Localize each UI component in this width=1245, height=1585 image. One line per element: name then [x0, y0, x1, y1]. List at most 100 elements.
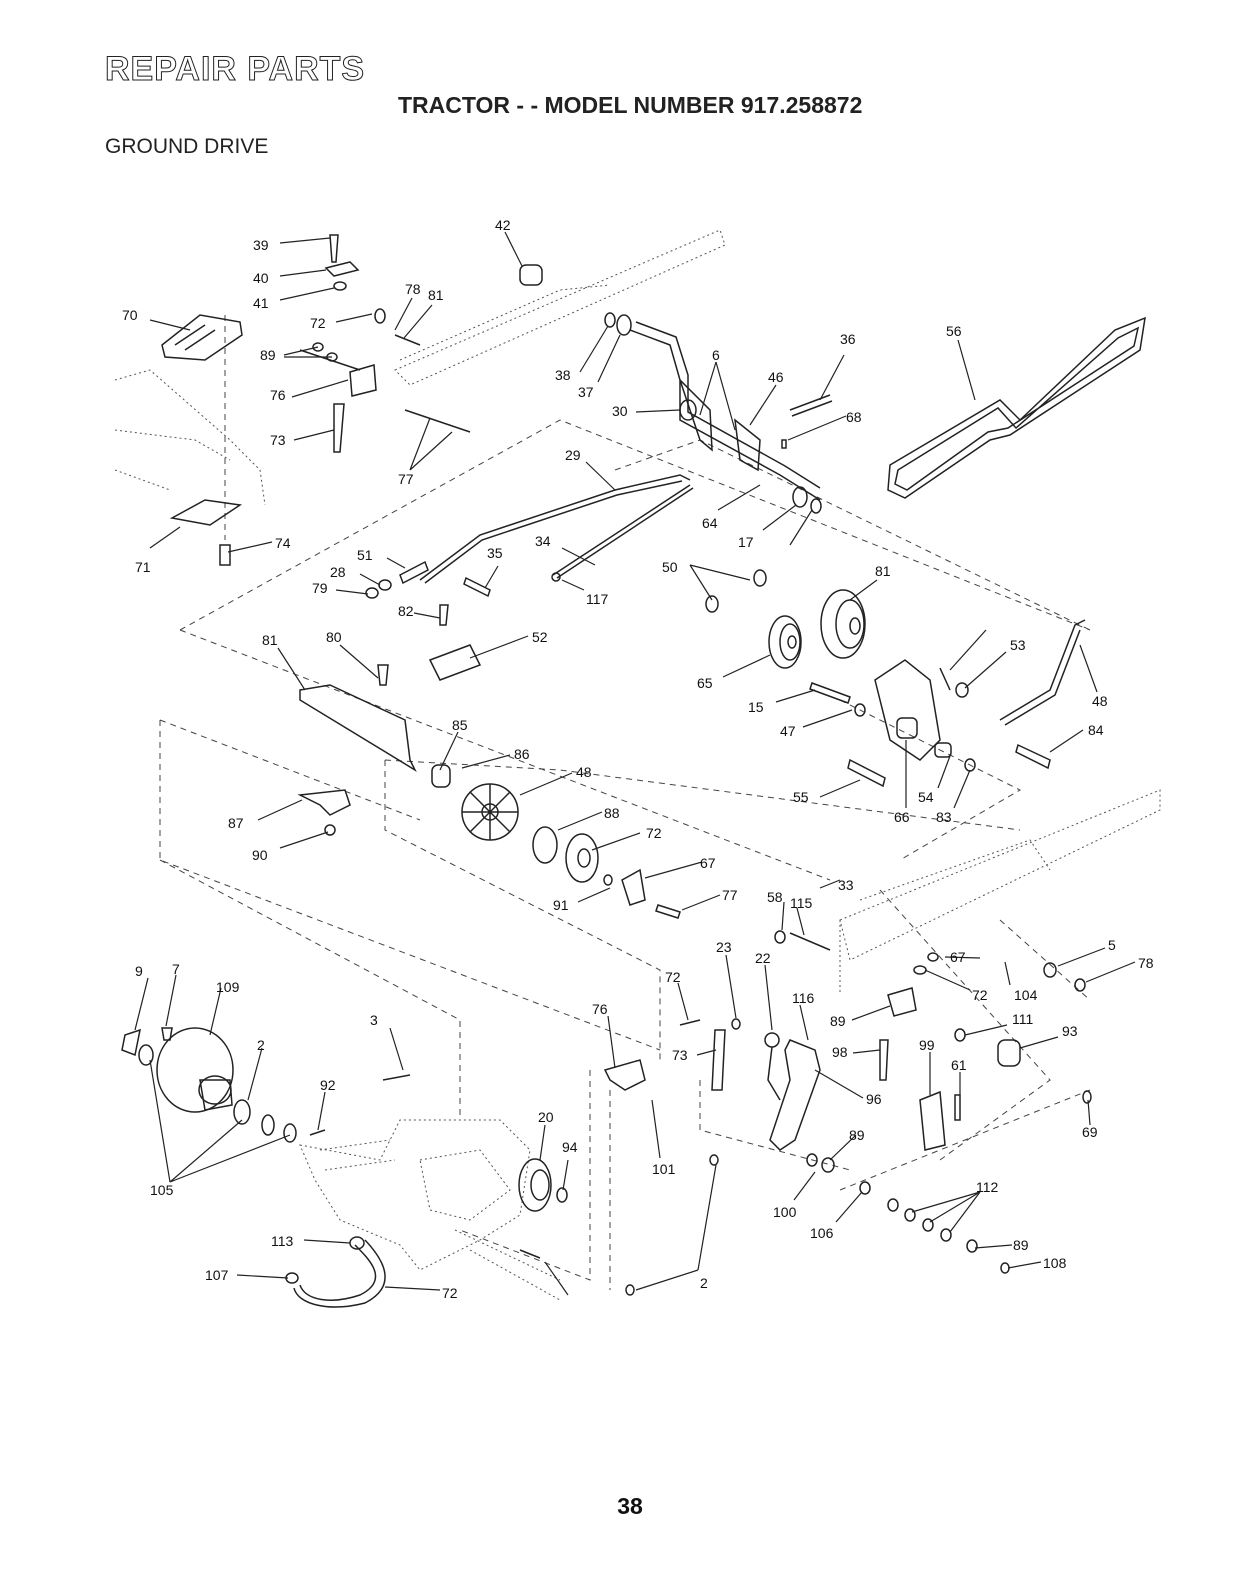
- washers-96-112: [806, 1153, 835, 1173]
- callout-label: 94: [562, 1139, 578, 1155]
- callout-label: 56: [946, 323, 962, 339]
- callout-label: 39: [253, 237, 269, 253]
- bolt-91: [655, 904, 681, 919]
- transaxle-housing: [299, 1119, 561, 1301]
- section-heading: GROUND DRIVE: [105, 135, 269, 158]
- washers-37-38-right: [792, 486, 822, 514]
- callout-label: 108: [1043, 1255, 1067, 1271]
- callout-labels: 39 40 41 42 70 72 78 81 89 76 73 77 71 7…: [122, 217, 1154, 1301]
- callout-label: 89: [260, 347, 276, 363]
- callout-label: 41: [253, 295, 269, 311]
- nut-72-bottom: [625, 1284, 635, 1296]
- callout-label: 76: [270, 387, 286, 403]
- callout-label: 87: [228, 815, 244, 831]
- callout-label: 81: [428, 287, 444, 303]
- callout-label: 52: [532, 629, 548, 645]
- callout-label: 72: [646, 825, 662, 841]
- callout-label: 116: [792, 990, 815, 1006]
- bolt-99: [954, 1094, 961, 1121]
- model-number-heading: TRACTOR - - MODEL NUMBER 917.258872: [398, 92, 863, 118]
- callout-label: 74: [275, 535, 291, 551]
- callout-label: 101: [652, 1161, 676, 1177]
- callout-label: 107: [205, 1267, 229, 1283]
- callout-label: 48: [576, 764, 592, 780]
- callout-label: 85: [452, 717, 468, 733]
- nut-72-mid: [709, 1154, 719, 1166]
- pedal-pad-70: [161, 314, 243, 361]
- callout-label: 54: [918, 789, 934, 805]
- callout-label: 111: [1012, 1011, 1033, 1027]
- callout-label: 70: [122, 307, 138, 323]
- nut-72-left: [324, 824, 336, 836]
- page-number: 38: [617, 1493, 643, 1519]
- shift-lever-22: [764, 1032, 821, 1151]
- callout-label: 40: [253, 270, 269, 286]
- callout-label: 28: [330, 564, 346, 580]
- callout-label: 9: [135, 963, 143, 979]
- callout-label: 84: [1088, 722, 1104, 738]
- callout-label: 86: [514, 746, 530, 762]
- washer-53: [854, 703, 866, 717]
- washer-116: [927, 952, 939, 962]
- bushing-111: [997, 1039, 1021, 1067]
- control-rod-29: [419, 474, 694, 584]
- callout-label: 30: [612, 403, 628, 419]
- bolt-58: [789, 932, 831, 951]
- bolt-65: [809, 682, 851, 704]
- key-2-lower: [519, 1249, 541, 1259]
- vent-hose-107: [285, 1236, 386, 1308]
- bracket-83: [297, 789, 351, 816]
- callout-label: 88: [604, 805, 620, 821]
- callout-label: 67: [950, 949, 966, 965]
- clutch-bracket-80: [428, 604, 482, 681]
- rod-47: [999, 619, 1086, 726]
- callout-label: 71: [135, 559, 151, 575]
- drive-pulleys-87-88: [532, 826, 613, 886]
- callout-label: 48: [1092, 693, 1108, 709]
- frame-rail-right: [839, 789, 1161, 995]
- callout-label: 91: [553, 897, 569, 913]
- callout-label: 65: [697, 675, 713, 691]
- callout-label: 104: [1014, 987, 1038, 1003]
- callout-label: 3: [370, 1012, 378, 1028]
- callout-label: 115: [790, 895, 813, 911]
- pin-6: [939, 667, 951, 691]
- callout-label: 72: [972, 987, 988, 1003]
- drive-belt-56: [887, 316, 1146, 499]
- washer-34: [551, 572, 561, 582]
- pin-68: [781, 439, 787, 449]
- washers-69: [233, 1099, 297, 1143]
- callout-label: 77: [398, 471, 414, 487]
- dashed-guide-lines: [159, 315, 1091, 1290]
- callout-label: 81: [262, 632, 278, 648]
- callout-label: 76: [592, 1001, 608, 1017]
- callout-label: 69: [1082, 1124, 1098, 1140]
- bolt-73-right: [879, 1039, 889, 1081]
- callout-label: 66: [894, 809, 910, 825]
- nut-89-far: [1082, 1090, 1092, 1104]
- callout-label: 15: [748, 699, 764, 715]
- key-2: [309, 1129, 326, 1136]
- link-93: [679, 1018, 741, 1091]
- callout-label: 64: [702, 515, 718, 531]
- callout-label: 105: [150, 1182, 174, 1198]
- nut-89-right: [954, 1028, 966, 1042]
- callout-label: 37: [578, 384, 594, 400]
- callout-label: 61: [951, 1057, 967, 1073]
- washer-15: [955, 682, 969, 698]
- callout-label: 34: [535, 533, 551, 549]
- callout-label: 58: [767, 889, 783, 905]
- callout-label: 53: [1010, 637, 1026, 653]
- callout-label: 46: [768, 369, 784, 385]
- callout-label: 93: [1062, 1023, 1078, 1039]
- fender-panel: [114, 369, 266, 506]
- bracket-98: [919, 1090, 946, 1151]
- spring-36: [789, 394, 833, 417]
- callout-label: 22: [755, 950, 771, 966]
- callout-label: 89: [1013, 1237, 1029, 1253]
- callout-label: 112: [976, 1179, 999, 1195]
- callout-label: 77: [722, 887, 738, 903]
- idler-bracket-54: [874, 659, 976, 772]
- callout-label: 96: [866, 1091, 882, 1107]
